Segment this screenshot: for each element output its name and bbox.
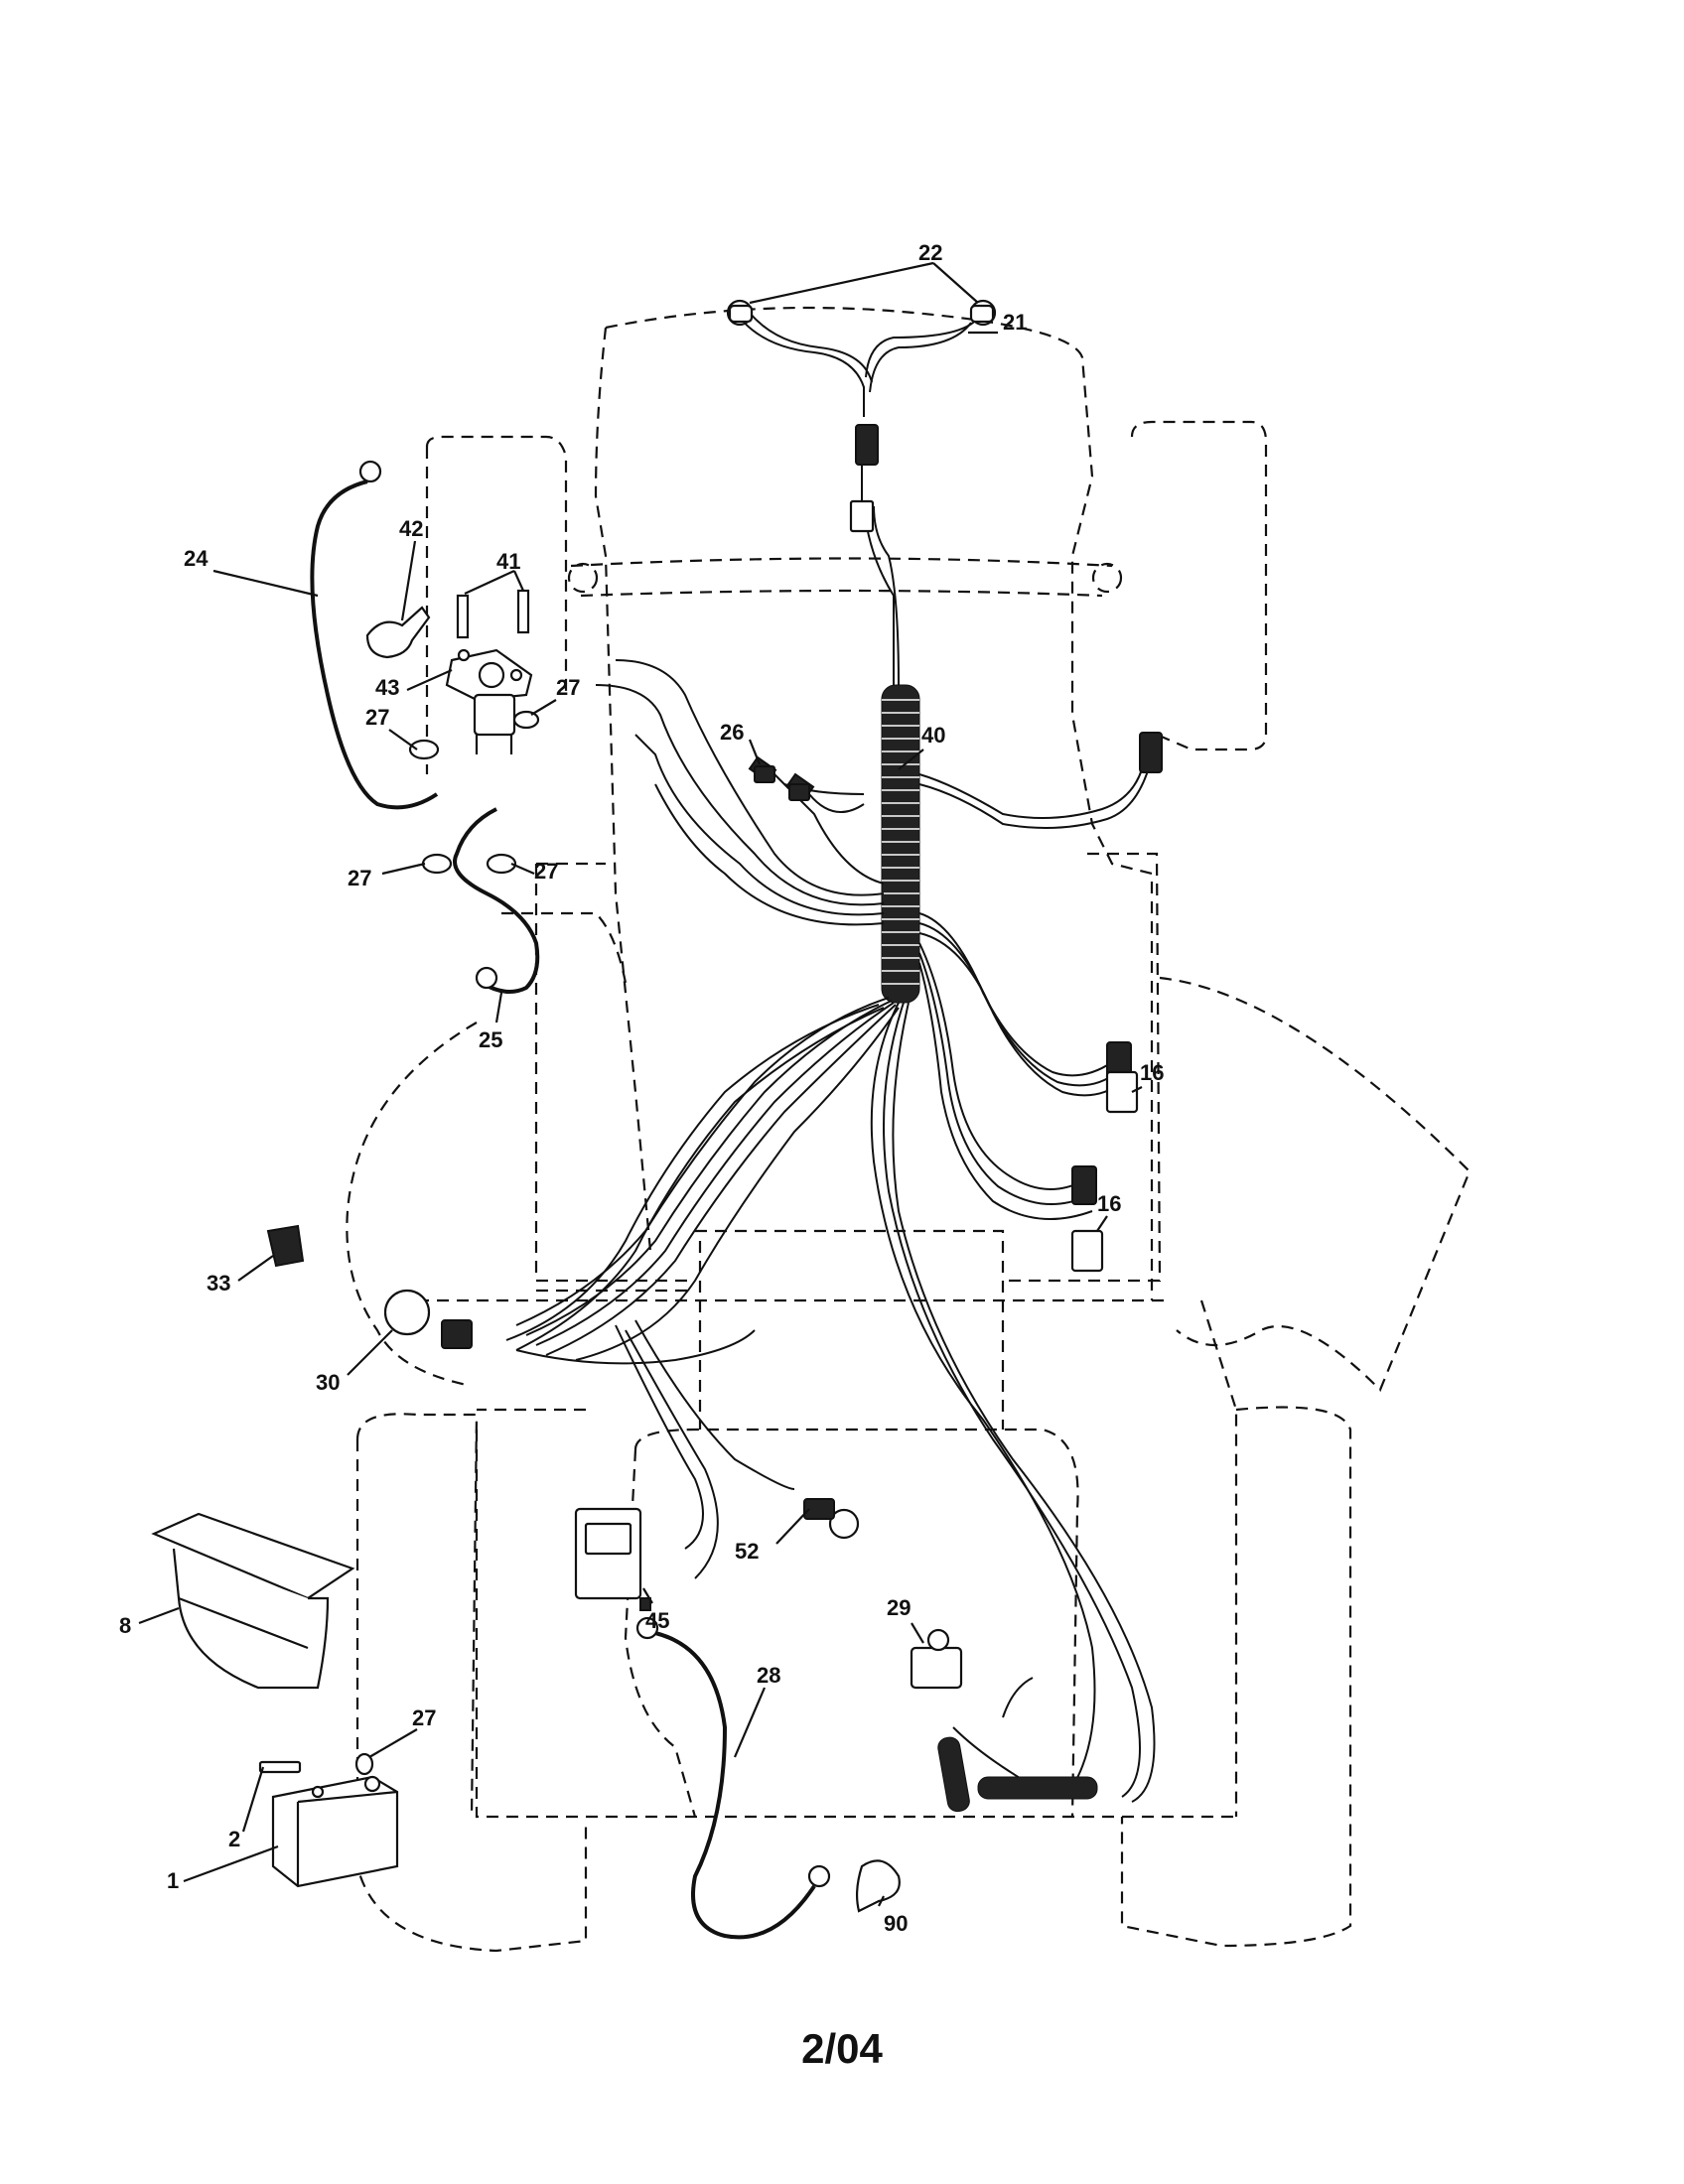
callout-27-b: 27 [365, 705, 389, 730]
part-bolt-2 [258, 1760, 302, 1774]
callout-27-a: 27 [556, 675, 580, 700]
callout-52: 52 [735, 1539, 759, 1564]
part-nuts-27 [354, 710, 540, 1776]
callout-2: 2 [228, 1827, 240, 1851]
part-hourmeter-45 [574, 1507, 651, 1611]
callout-42: 42 [399, 516, 423, 541]
callout-21: 21 [1003, 310, 1027, 335]
callout-33: 33 [207, 1271, 230, 1296]
part-switch-29 [910, 1628, 963, 1690]
callout-24: 24 [184, 546, 209, 571]
callouts: 22 21 42 41 24 43 27 27 27 27 26 40 25 1… [119, 240, 1164, 1936]
callout-16-a: 16 [1140, 1060, 1164, 1085]
part-boot-42 [365, 606, 431, 659]
part-ignition-switch-30 [383, 1289, 473, 1349]
part-solenoid-43 [445, 648, 533, 754]
leader-lines [138, 261, 1143, 1907]
part-screws-41 [456, 589, 530, 639]
tractor-outline [346, 306, 1472, 1953]
callout-43: 43 [375, 675, 399, 700]
callout-22: 22 [918, 240, 942, 265]
callout-8: 8 [119, 1613, 131, 1638]
callout-27-d: 27 [534, 859, 558, 884]
callout-30: 30 [316, 1370, 340, 1395]
callout-40: 40 [921, 723, 945, 748]
part-fuse-33 [266, 1224, 305, 1268]
callout-29: 29 [887, 1595, 911, 1620]
part-lamp-52 [803, 1498, 860, 1540]
page-footer-code: 2/04 [801, 2025, 883, 2072]
callout-25: 25 [479, 1027, 502, 1052]
callout-26: 26 [720, 720, 744, 745]
part-battery-box-8 [151, 1512, 355, 1690]
part-ground-wire-28 [635, 1616, 831, 1888]
callout-45: 45 [645, 1608, 669, 1633]
part-cable-25 [453, 807, 540, 994]
callout-16-b: 16 [1097, 1191, 1121, 1216]
callout-41: 41 [496, 549, 520, 574]
harness-sheath-40 [881, 684, 920, 1004]
part-interlock-switches-16 [1070, 1070, 1139, 1273]
callout-1: 1 [167, 1868, 179, 1893]
callout-28: 28 [757, 1663, 780, 1688]
part-ground-cable-24 [310, 460, 439, 810]
wiring-harness [505, 312, 1163, 1940]
part-battery-1 [271, 1775, 399, 1888]
callout-27-e: 27 [412, 1706, 436, 1730]
callout-27-c: 27 [348, 866, 371, 890]
part-terminal-boot-90 [855, 1859, 901, 1913]
part-headlights-22 [726, 299, 997, 327]
callout-90: 90 [884, 1911, 908, 1936]
part-connector-26 [754, 765, 810, 801]
